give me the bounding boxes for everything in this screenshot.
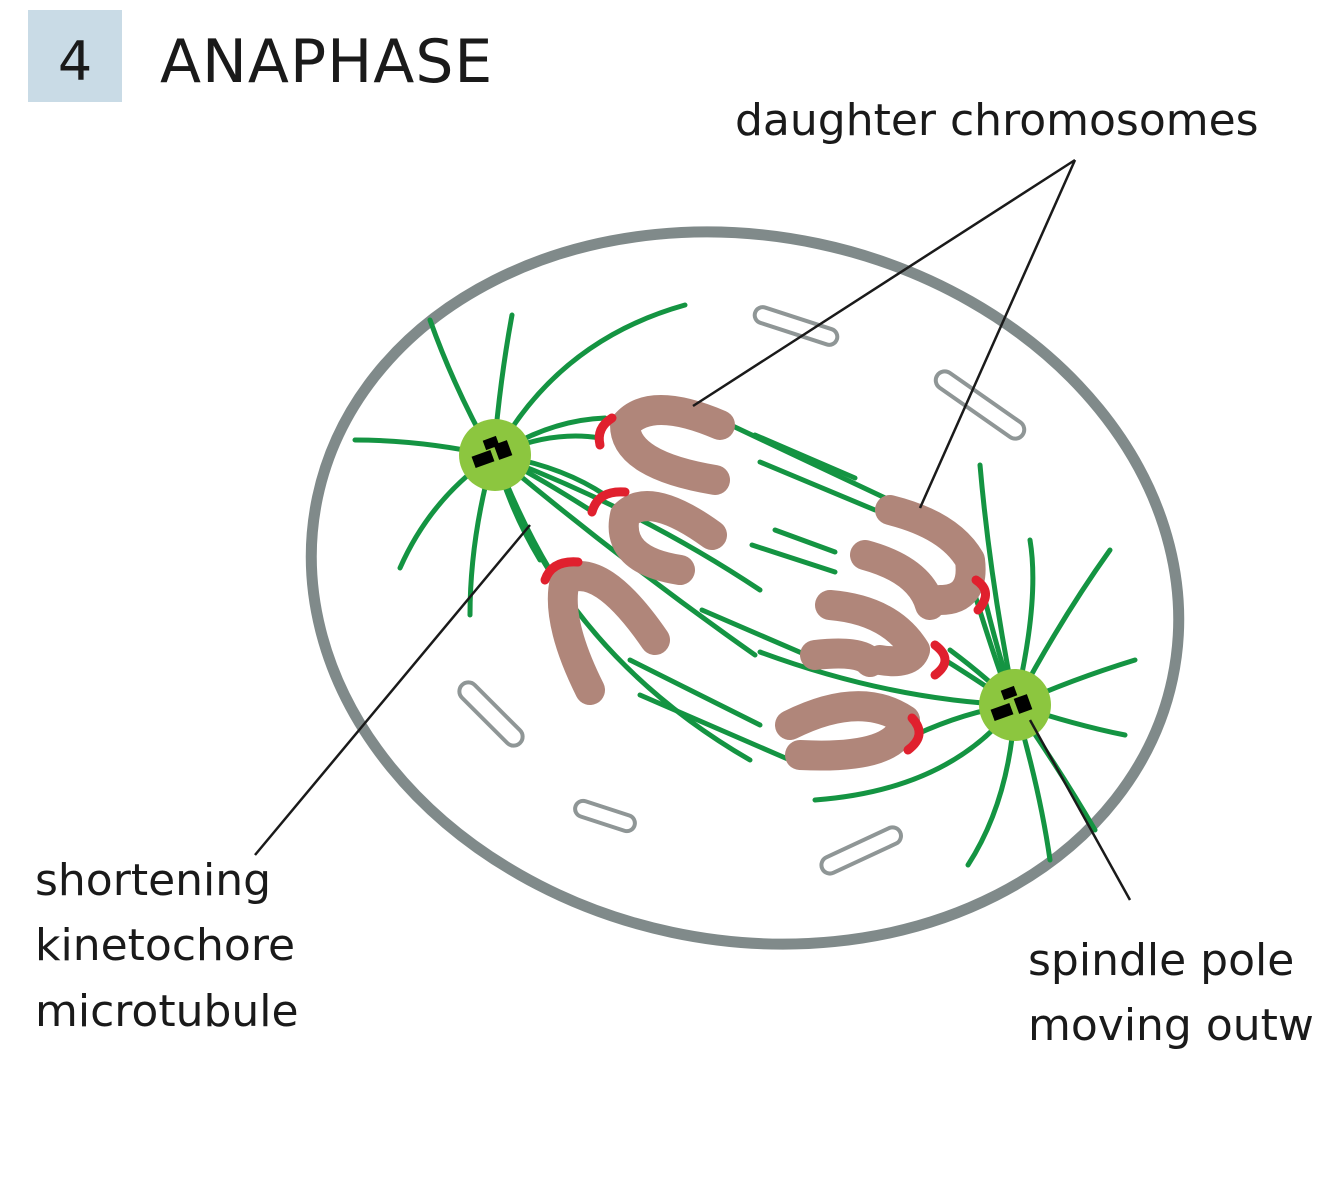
kinetochore [903,713,924,755]
membrane-fragment [573,798,637,834]
daughter-chromosomes [547,395,986,771]
diagram-title: ANAPHASE [160,27,493,97]
centriole [471,449,495,469]
leader-line-kinetochore-mt [254,524,531,856]
leader-line-spindle-pole [1028,719,1132,901]
leader-line-daughter-left [692,158,1076,408]
membrane-fragments [457,305,1027,876]
chromosome [875,495,986,615]
interzone-microtubule [749,542,838,575]
kinetochore [540,557,583,585]
label-spindle-pole-line-2: moving outw [1028,1000,1314,1051]
astral-microtubule [494,302,688,455]
membrane-fragment [457,680,525,748]
kinetochore [971,575,990,615]
chromosome [850,540,945,620]
centriole [990,702,1014,722]
centrosome [459,419,531,491]
interzone-microtubule [637,692,793,763]
membrane-fragment [752,305,840,347]
interzone-microtubule [627,657,763,728]
label-kinetochore-line-3: microtubule [35,986,299,1037]
chromosome [547,561,670,705]
right-spindle-pole [979,669,1051,741]
interzone-microtubule [772,527,838,555]
leader-line-daughter-right [918,159,1077,509]
kinetochore [930,640,950,680]
leader-lines [254,158,1132,901]
label-kinetochore-line-2: kinetochore [35,920,295,971]
label-kinetochore-line-1: shortening [35,855,271,906]
interzone-microtubule [757,459,878,513]
membrane-fragment [933,369,1027,441]
cell-membrane [305,226,1185,950]
interzone-microtubule [717,417,903,508]
step-number: 4 [58,30,92,93]
centriole [1013,694,1033,714]
chromosome [610,395,735,495]
interzone-microtubule [699,607,821,663]
left-spindle-pole [459,419,531,491]
kinetochores [540,413,990,755]
label-spindle-pole-line-1: spindle pole [1028,935,1294,986]
chromosome [608,491,727,585]
kinetochore [587,487,630,517]
label-daughter-chromosomes: daughter chromosomes [735,95,1259,146]
centriole [1000,685,1018,701]
centrosome [979,669,1051,741]
step-number-box [28,10,122,102]
chromosome [800,638,885,677]
chromosome [815,590,930,677]
chromosome [775,691,920,771]
kinetochore [594,413,617,450]
polar-microtubule [492,452,753,763]
centriole [493,440,513,460]
microtubules [352,302,1138,868]
membrane-fragment [819,825,903,876]
